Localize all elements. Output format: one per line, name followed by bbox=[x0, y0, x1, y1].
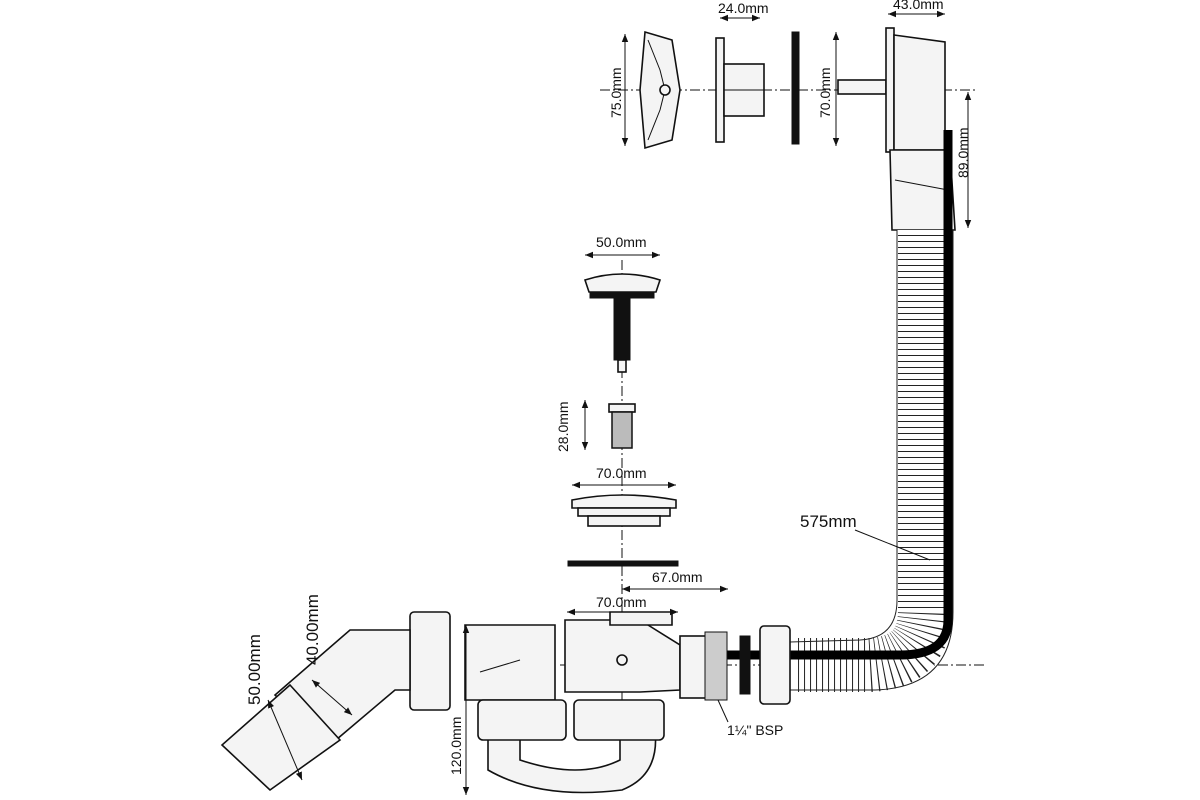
waste-flange bbox=[571, 494, 677, 527]
trap bbox=[464, 624, 665, 794]
waste-gasket bbox=[567, 560, 679, 567]
flexible-hose bbox=[620, 130, 954, 693]
label-thread-spec: 1¼" BSP bbox=[727, 722, 783, 738]
label-plug-diameter: 50.0mm bbox=[596, 234, 647, 250]
label-outlet-inner: 40.00mm bbox=[303, 594, 322, 665]
overflow-tube bbox=[620, 130, 953, 660]
waste-body bbox=[564, 611, 791, 705]
dimension-lines bbox=[267, 10, 972, 795]
overflow-cover bbox=[639, 30, 681, 150]
overflow-gasket bbox=[791, 31, 800, 145]
label-outlet-outer: 50.00mm bbox=[245, 634, 264, 705]
label-trap-height: 120.0mm bbox=[448, 717, 464, 775]
label-overflow-flange-height: 70.0mm bbox=[817, 67, 833, 118]
label-plug-insert-height: 28.0mm bbox=[555, 401, 571, 452]
plug bbox=[583, 273, 662, 373]
overflow-body bbox=[715, 37, 765, 143]
label-overflow-outlet-depth: 43.0mm bbox=[893, 0, 944, 12]
plug-insert bbox=[608, 403, 636, 449]
label-overflow-drop: 89.0mm bbox=[955, 127, 971, 178]
label-outlet-offset: 67.0mm bbox=[652, 569, 703, 585]
label-overflow-body-depth: 24.0mm bbox=[718, 0, 769, 16]
overflow-outlet bbox=[837, 27, 956, 231]
label-waste-flange-diameter: 70.0mm bbox=[596, 465, 647, 481]
label-hose-length: 575mm bbox=[800, 512, 857, 531]
label-overflow-cover-height: 75.0mm bbox=[608, 67, 624, 118]
label-waste-body-width: 70.0mm bbox=[596, 594, 647, 610]
